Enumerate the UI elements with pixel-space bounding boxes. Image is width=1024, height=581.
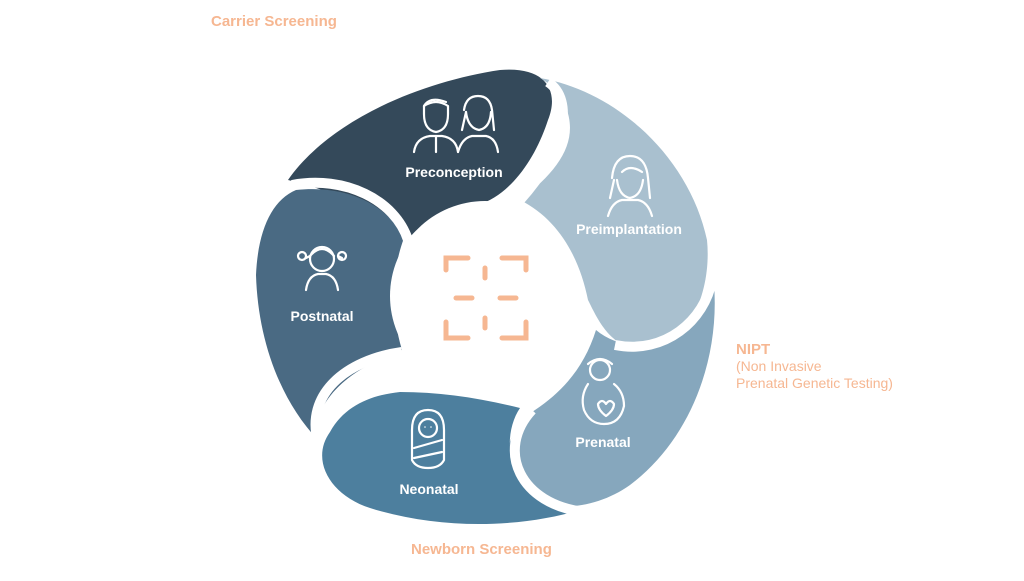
divider [509, 406, 586, 517]
segment-preimplantation [520, 78, 708, 351]
segment-label-postnatal: Postnatal [290, 308, 353, 324]
girl-icon [296, 245, 348, 292]
segment-label-preconception: Preconception [405, 164, 502, 180]
segment-prenatal [507, 284, 715, 507]
segment-label-neonatal: Neonatal [399, 481, 458, 497]
woman-icon [606, 154, 654, 218]
nipt-subtitle-line2: Prenatal Genetic Testing) [736, 375, 893, 391]
divider [516, 77, 568, 204]
segment-neonatal [322, 392, 580, 524]
nipt-title: NIPT [736, 341, 771, 358]
scan-frame-icon [443, 255, 529, 341]
divider [614, 278, 717, 352]
pregnant-woman-icon [581, 357, 626, 426]
swaddled-baby-icon [410, 408, 446, 470]
divider [291, 177, 413, 242]
nipt-label: NIPT (Non Invasive Prenatal Genetic Test… [736, 341, 893, 392]
segment-postnatal [256, 189, 404, 440]
segment-label-preimplantation: Preimplantation [576, 221, 682, 237]
divider [310, 347, 403, 444]
center-circle [390, 201, 580, 391]
carrier-screening-label: Carrier Screening [211, 13, 337, 30]
nipt-subtitle-line1: (Non Invasive [736, 358, 822, 374]
segment-label-prenatal: Prenatal [575, 434, 630, 450]
couple-icon [412, 94, 500, 154]
newborn-screening-label: Newborn Screening [411, 541, 552, 558]
